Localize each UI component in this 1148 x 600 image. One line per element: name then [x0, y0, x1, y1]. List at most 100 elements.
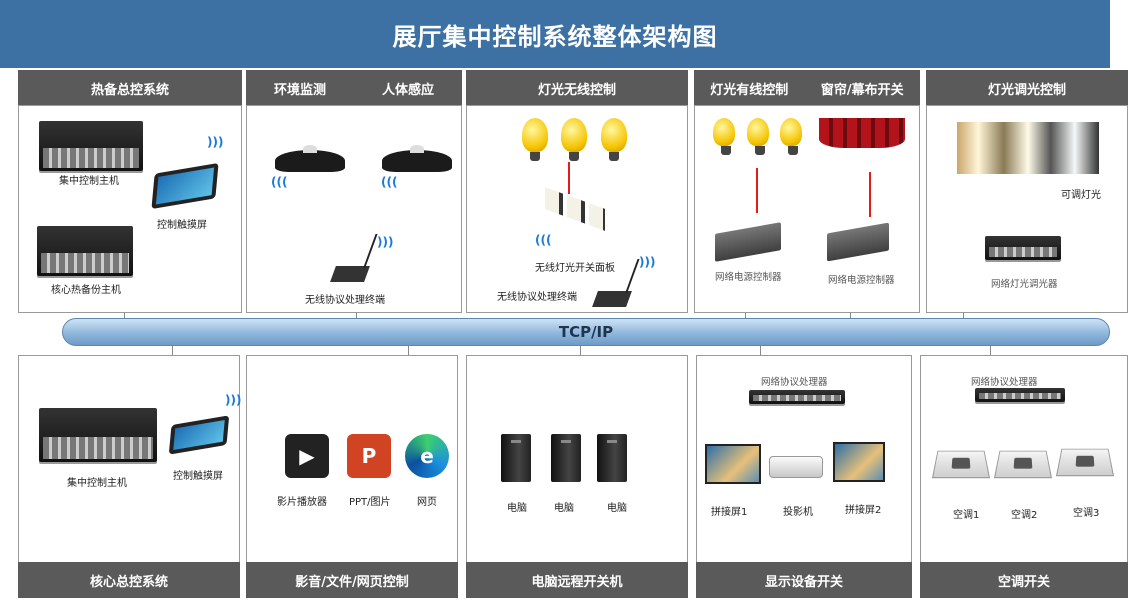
power-controller-image [827, 222, 889, 262]
label-video-player: 影片播放器 [277, 497, 327, 508]
protocol-processor-image [749, 390, 845, 404]
wifi-icon: ((( [271, 175, 288, 189]
label-control-host: 集中控制主机 [67, 478, 127, 489]
connector-line [760, 346, 761, 356]
air-conditioner-image [1055, 448, 1115, 477]
footer-pc: 电脑远程开关机 [466, 562, 688, 598]
dimmer-image [985, 236, 1061, 260]
connector-line [850, 313, 851, 319]
wire-line [869, 172, 871, 217]
computer-icon [551, 434, 581, 482]
header-hot-standby: 热备总控系统 [18, 70, 242, 106]
footer-core-control: 核心总控系统 [18, 562, 240, 598]
wireless-terminal-image [330, 266, 370, 282]
header-curtain: 窗帘/幕布开关 [820, 82, 904, 98]
panel-ac: 网络协议处理器 空调1 空调2 空调3 [920, 355, 1128, 598]
footer-media: 影音/文件/网页控制 [246, 562, 458, 598]
video-player-icon: ▶ [285, 434, 329, 478]
wireless-terminal-image [592, 291, 632, 307]
label-backup-host: 核心热备份主机 [51, 285, 121, 296]
curtain-image [819, 118, 905, 148]
panel-hot-standby: 集中控制主机 ))) 控制触摸屏 核心热备份主机 [18, 105, 242, 313]
label-ac-3: 空调3 [1073, 508, 1100, 519]
connector-line [580, 346, 581, 356]
bulb-icon [561, 118, 587, 161]
env-sensor-image [275, 145, 345, 172]
wifi-icon: ))) [639, 255, 656, 269]
header-env: 环境监测 [273, 82, 326, 98]
bulb-icon [780, 118, 802, 155]
label-control-host: 集中控制主机 [59, 176, 119, 187]
body-sensor-image [382, 145, 452, 172]
connector-line [356, 313, 357, 319]
wire-line [756, 168, 758, 213]
connector-line [990, 346, 991, 356]
panel-media: ▶ 影片播放器 P PPT/图片 e 网页 [246, 355, 458, 598]
footer-ac: 空调开关 [920, 562, 1128, 598]
label-switch-panel: 无线灯光开关面板 [535, 263, 615, 274]
label-ppt: PPT/图片 [349, 497, 391, 508]
label-video-wall-1: 拼接屏1 [711, 507, 748, 518]
power-controller-image [715, 222, 781, 262]
edge-browser-icon: e [405, 434, 449, 478]
header-wired-curtain: 灯光有线控制 窗帘/幕布开关 [694, 70, 920, 106]
label-ac-1: 空调1 [953, 510, 980, 521]
touchscreen-image [151, 162, 219, 210]
label-wireless-terminal: 无线协议处理终端 [497, 292, 577, 303]
projector-image [769, 456, 823, 478]
wifi-icon: ((( [535, 233, 552, 247]
label-video-wall-2: 拼接屏2 [845, 505, 882, 516]
label-webpage: 网页 [417, 497, 437, 508]
footer-display: 显示设备开关 [696, 562, 912, 598]
wire-line [568, 162, 570, 194]
bulb-icon [747, 118, 769, 155]
label-pc: 电脑 [507, 503, 527, 514]
panel-dimming: 可调灯光 网络灯光调光器 [926, 105, 1128, 313]
powerpoint-icon: P [347, 434, 391, 478]
label-pc: 电脑 [554, 503, 574, 514]
tcp-ip-network-bus: TCP/IP [62, 318, 1110, 346]
header-dimming: 灯光调光控制 [926, 70, 1128, 106]
label-power-controller: 网络电源控制器 [828, 275, 895, 286]
label-protocol-processor: 网络协议处理器 [761, 377, 828, 388]
wifi-icon: ((( [381, 175, 398, 189]
dimmable-light-image [957, 122, 1099, 174]
connector-line [172, 346, 173, 356]
label-touchscreen: 控制触摸屏 [157, 220, 207, 231]
header-wireless-light: 灯光无线控制 [466, 70, 688, 106]
connector-line [963, 313, 964, 319]
touchscreen-image [168, 415, 230, 455]
bulb-icon [522, 118, 548, 161]
diagram-title: 展厅集中控制系统整体架构图 [0, 0, 1110, 68]
bulb-icon [601, 118, 627, 161]
panel-wireless-light: ((( 无线灯光开关面板 ))) 无线协议处理终端 [466, 105, 688, 313]
label-power-controller: 网络电源控制器 [715, 272, 782, 283]
connector-line [745, 313, 746, 319]
connector-line [408, 346, 409, 356]
wifi-icon: ))) [207, 135, 224, 149]
connector-line [124, 313, 125, 319]
video-wall-image [833, 442, 885, 482]
label-ac-2: 空调2 [1011, 510, 1038, 521]
header-wired-light: 灯光有线控制 [710, 82, 789, 98]
wifi-icon: ))) [225, 393, 242, 407]
panel-env-body: ((( ((( ))) 无线协议处理终端 [246, 105, 462, 313]
label-protocol-processor: 网络协议处理器 [971, 377, 1038, 388]
air-conditioner-image [931, 450, 991, 479]
bulb-icon [713, 118, 735, 155]
wifi-icon: ))) [377, 235, 394, 249]
label-wireless-terminal: 无线协议处理终端 [305, 295, 385, 306]
panel-core-control: 集中控制主机 ))) 控制触摸屏 [18, 355, 242, 598]
backup-host-image [37, 226, 133, 276]
computer-icon [597, 434, 627, 482]
header-env-body: 环境监测 人体感应 [246, 70, 462, 106]
label-pc: 电脑 [607, 503, 627, 514]
label-projector: 投影机 [783, 507, 813, 518]
control-host-image [39, 408, 157, 462]
video-wall-image [705, 444, 761, 484]
label-touchscreen: 控制触摸屏 [173, 471, 223, 482]
header-body: 人体感应 [381, 82, 434, 98]
panel-wired-curtain: 网络电源控制器 网络电源控制器 [694, 105, 920, 313]
label-dimmable-light: 可调灯光 [1061, 190, 1101, 201]
computer-icon [501, 434, 531, 482]
